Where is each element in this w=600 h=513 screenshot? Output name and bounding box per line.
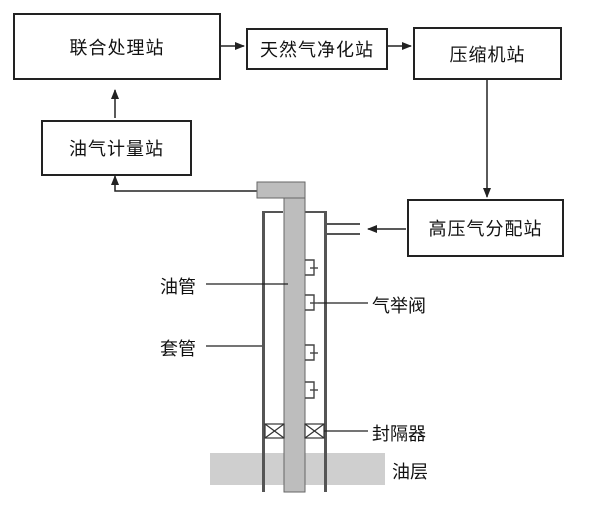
arrow-wellhead-to-metering	[111, 175, 258, 192]
gas-lift-valve-3	[305, 344, 318, 361]
gas-purification-station: 天然气净化站	[246, 28, 388, 70]
hp-distribution-label: 高压气分配站	[428, 219, 543, 240]
packer-left-x2	[264, 423, 285, 439]
tubing-label: 油管	[160, 277, 196, 298]
hp-distribution-station: 高压气分配站	[407, 199, 564, 257]
gas-lift-valve-label: 气举阀	[372, 296, 426, 317]
compressor-label: 压缩机站	[449, 44, 526, 66]
gas-lift-valve-2	[305, 294, 318, 311]
compressor-station: 压缩机站	[413, 27, 562, 80]
tubing-outlet	[256, 181, 306, 199]
gas-purification-label: 天然气净化站	[260, 40, 374, 61]
united-processing-label: 联合处理站	[69, 37, 165, 59]
gas-lift-valve-1	[305, 259, 318, 276]
tubing-body	[283, 181, 306, 493]
casing-left-wall	[262, 212, 265, 492]
metering-label: 油气计量站	[69, 139, 164, 160]
packer-right-x2	[304, 423, 325, 439]
united-processing-station: 联合处理站	[13, 13, 221, 80]
metering-station: 油气计量站	[41, 120, 192, 176]
casing-label: 套管	[160, 339, 196, 360]
packer-label: 封隔器	[372, 424, 426, 445]
gas-lift-valve-4	[305, 381, 318, 399]
casing-right-wall	[324, 212, 327, 492]
oil-layer-label: 油层	[392, 462, 428, 483]
